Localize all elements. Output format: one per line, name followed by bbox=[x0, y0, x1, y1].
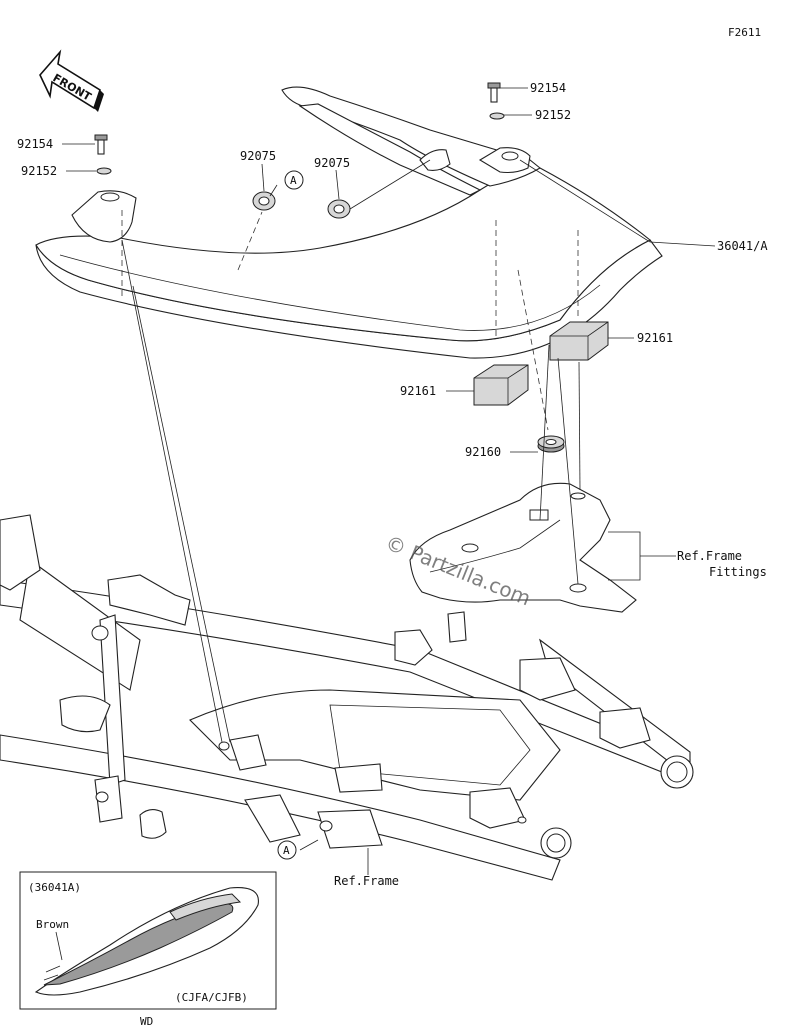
pad-icon bbox=[549, 321, 609, 361]
inset-part-number: (36041A) bbox=[28, 881, 81, 894]
callout-washer-right: 92152 bbox=[535, 108, 571, 122]
damper-icon bbox=[537, 435, 565, 453]
callout-ref-frame: Ref.Frame bbox=[334, 874, 399, 888]
callout-bolt-left: 92154 bbox=[17, 137, 53, 151]
marker-a: A bbox=[284, 170, 304, 190]
figure-code: F2611 bbox=[728, 26, 761, 39]
main-frame bbox=[0, 514, 694, 881]
callout-pad-left: 92161 bbox=[400, 384, 436, 398]
grommet-icon bbox=[252, 191, 276, 211]
bolt-icon bbox=[94, 134, 108, 155]
inset-box: (36041A) Brown (CJFA/CJFB) bbox=[19, 871, 277, 1010]
callout-grommet-left: 92075 bbox=[240, 149, 276, 163]
front-arrow-icon: FRONT bbox=[39, 49, 104, 112]
svg-text:A: A bbox=[290, 174, 297, 187]
frame-fittings-bracket bbox=[409, 482, 637, 613]
marker-a: A bbox=[277, 840, 297, 860]
callout-ref-fittings-2: Fittings bbox=[709, 565, 767, 579]
bolt-icon bbox=[487, 82, 501, 103]
footer-code: WD bbox=[140, 1015, 153, 1028]
callout-washer-left: 92152 bbox=[21, 164, 57, 178]
inset-color-label: Brown bbox=[36, 918, 69, 931]
svg-text:A: A bbox=[283, 844, 290, 857]
inset-variant: (CJFA/CJFB) bbox=[175, 991, 248, 1004]
callout-pad-right: 92161 bbox=[637, 331, 673, 345]
washer-icon bbox=[96, 167, 112, 175]
callout-bolt-right: 92154 bbox=[530, 81, 566, 95]
callout-ref-fittings-1: Ref.Frame bbox=[677, 549, 742, 563]
pad-icon bbox=[473, 364, 529, 406]
grommet-icon bbox=[327, 199, 351, 219]
seat-cover-part bbox=[35, 86, 663, 359]
callout-grommet-right: 92075 bbox=[314, 156, 350, 170]
washer-icon bbox=[489, 112, 505, 120]
callout-seat-cover: 36041/A bbox=[717, 239, 768, 253]
callout-damper: 92160 bbox=[465, 445, 501, 459]
